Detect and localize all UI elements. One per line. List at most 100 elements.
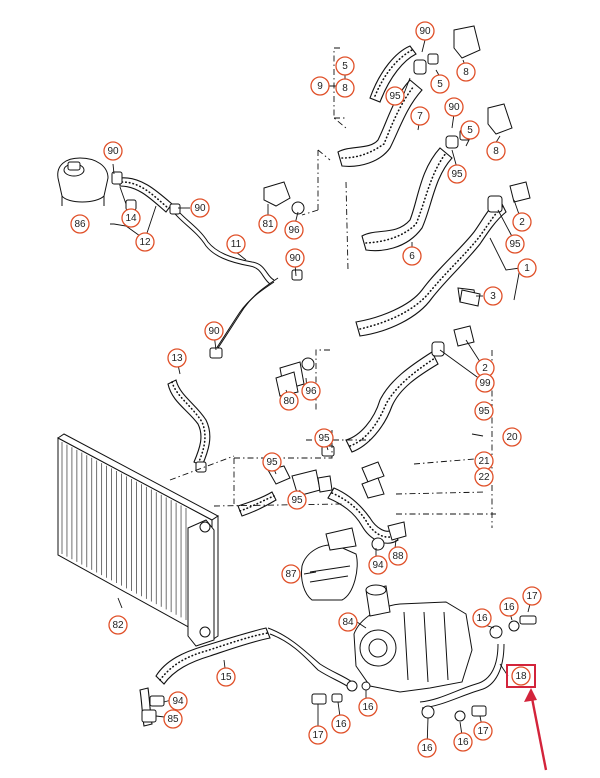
callout-5: 5 (460, 120, 480, 140)
callout-label: 8 (463, 67, 469, 78)
callout-label: 95 (318, 433, 330, 444)
callout-circle (103, 141, 123, 161)
callout-80: 80 (279, 391, 299, 411)
callout-label: 16 (362, 702, 374, 713)
callout-circle (456, 62, 476, 82)
clamps-and-fittings (111, 25, 537, 723)
callout-label: 7 (417, 111, 423, 122)
callout-circle (444, 97, 464, 117)
callout-16: 16 (358, 697, 378, 717)
callout-circle (167, 348, 187, 368)
callout-circle (460, 120, 480, 140)
expansion-tank (57, 157, 109, 206)
callout-label: 17 (477, 726, 489, 737)
callout-circle (368, 555, 388, 575)
callout-circle (475, 373, 495, 393)
callout-16: 16 (417, 738, 437, 758)
callout-90: 90 (444, 97, 464, 117)
callout-circle (190, 198, 210, 218)
metal-pipes (171, 205, 505, 709)
callout-circle (511, 666, 531, 686)
callout-circle (517, 258, 537, 278)
callout-16: 16 (472, 608, 492, 628)
callout-label: 21 (478, 456, 490, 467)
radiator (57, 433, 219, 647)
callout-95: 95 (447, 164, 467, 184)
callout-label: 99 (479, 378, 491, 389)
callout-label: 17 (526, 591, 538, 602)
callout-circle (308, 725, 328, 745)
callout-5: 5 (430, 74, 450, 94)
callout-94: 94 (368, 555, 388, 575)
callout-circle (453, 732, 473, 752)
callout-5: 5 (335, 56, 355, 76)
callout-circle (483, 286, 503, 306)
callout-label: 18 (515, 671, 527, 682)
callout-circle (285, 248, 305, 268)
callout-label: 20 (506, 432, 518, 443)
callout-label: 86 (74, 219, 86, 230)
callout-label: 12 (139, 237, 151, 248)
callout-label: 95 (291, 495, 303, 506)
callout-label: 84 (342, 617, 354, 628)
highlight-annotation (506, 664, 548, 771)
callout-circle (121, 208, 141, 228)
callout-99: 99 (475, 373, 495, 393)
callout-label: 11 (231, 239, 242, 250)
callout-95: 95 (385, 86, 405, 106)
arrow-icon (529, 692, 548, 771)
callout-82: 82 (108, 615, 128, 635)
callout-circle (331, 714, 351, 734)
callout-circle (204, 321, 224, 341)
callout-85: 85 (163, 709, 183, 729)
callout-label: 80 (283, 396, 295, 407)
callout-label: 16 (335, 719, 347, 730)
callout-circle (486, 141, 506, 161)
callout-18: 18 (511, 666, 531, 686)
callout-circle (314, 428, 334, 448)
callout-label: 90 (194, 203, 206, 214)
callout-label: 16 (476, 613, 488, 624)
callout-8: 8 (486, 141, 506, 161)
callout-label: 14 (125, 213, 137, 224)
callout-label: 2 (482, 363, 488, 374)
callout-circle (499, 597, 519, 617)
callout-90: 90 (103, 141, 123, 161)
callout-81: 81 (258, 214, 278, 234)
callout-label: 90 (448, 102, 460, 113)
callout-circle (512, 212, 532, 232)
callout-circle (402, 246, 422, 266)
callout-circle (417, 738, 437, 758)
callout-label: 96 (305, 386, 317, 397)
callout-16: 16 (499, 597, 519, 617)
callout-circle (287, 490, 307, 510)
callout-label: 95 (451, 169, 463, 180)
callout-95: 95 (505, 234, 525, 254)
callout-label: 8 (493, 146, 499, 157)
callout-label: 13 (171, 353, 183, 364)
callout-label: 95 (509, 239, 521, 250)
callout-96: 96 (284, 220, 304, 240)
callout-6: 6 (402, 246, 422, 266)
callout-circle (474, 467, 494, 487)
callout-label: 95 (389, 91, 401, 102)
callout-95: 95 (314, 428, 334, 448)
hoses (119, 45, 507, 727)
callout-label: 87 (285, 569, 297, 580)
callout-21: 21 (474, 451, 494, 471)
arrowhead-icon (524, 688, 537, 702)
callout-circle (262, 452, 282, 472)
callout-94: 94 (168, 691, 188, 711)
callout-circle (70, 214, 90, 234)
callout-circle (335, 78, 355, 98)
callout-88: 88 (388, 546, 408, 566)
callout-1: 1 (517, 258, 537, 278)
callout-17: 17 (522, 586, 542, 606)
callout-label: 96 (288, 225, 300, 236)
callout-16: 16 (331, 714, 351, 734)
callout-90: 90 (285, 248, 305, 268)
callout-circle (279, 391, 299, 411)
callout-90: 90 (190, 198, 210, 218)
callout-label: 90 (289, 253, 301, 264)
